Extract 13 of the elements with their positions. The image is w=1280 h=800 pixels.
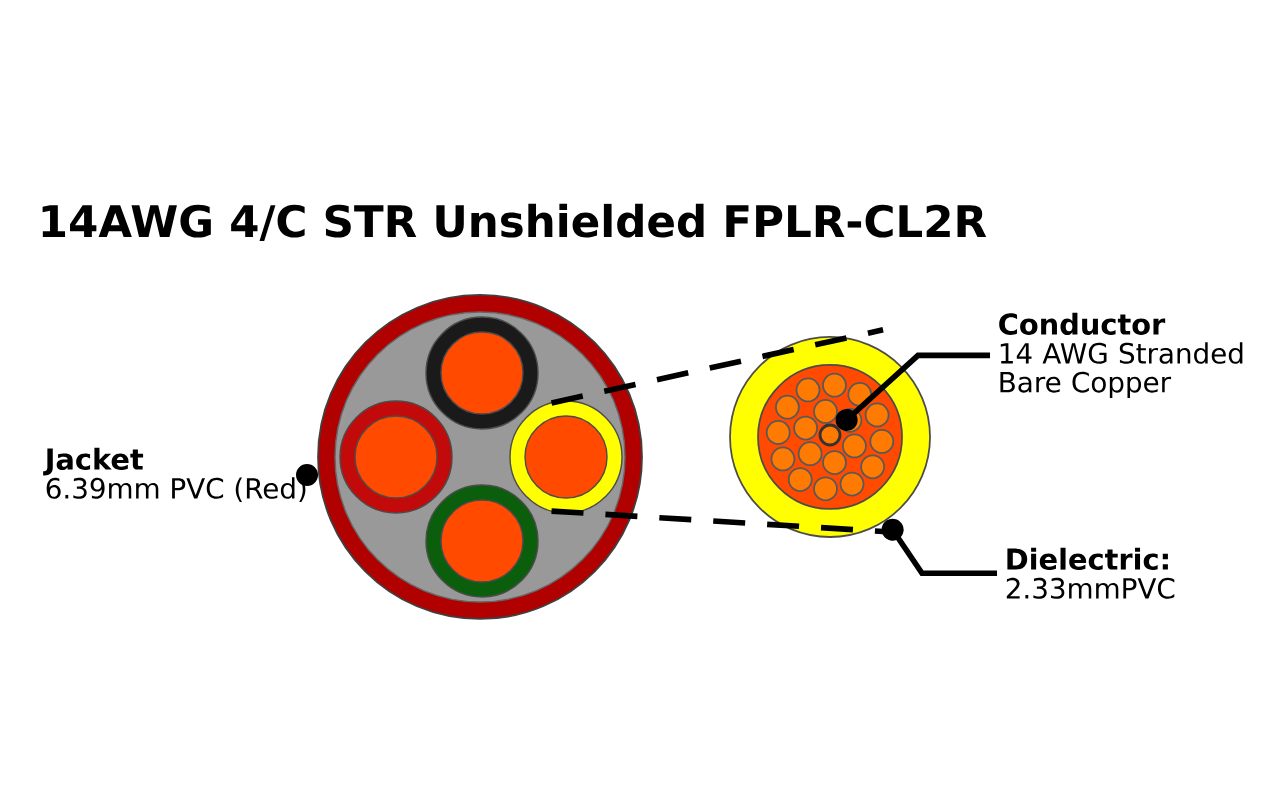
insulated-wire <box>339 400 453 514</box>
insulated-wire <box>509 400 623 514</box>
leader-line <box>296 463 318 486</box>
leader-line <box>881 518 997 577</box>
leader-line <box>835 352 990 431</box>
callout-label: Conductor 14 AWG Stranded Bare Copper <box>999 312 1243 399</box>
title: 14AWG 4/C STR Unshielded FPLR-CL2R <box>42 203 987 241</box>
insulated-wire <box>425 316 539 430</box>
magnification-line <box>550 327 884 406</box>
callout-label: Dielectric: 2.33mmPVC <box>1006 547 1175 599</box>
callout-label: Jacket 6.39mm PVC (Red) <box>43 447 306 503</box>
insulated-wire <box>425 484 539 598</box>
center-strand <box>818 423 842 447</box>
